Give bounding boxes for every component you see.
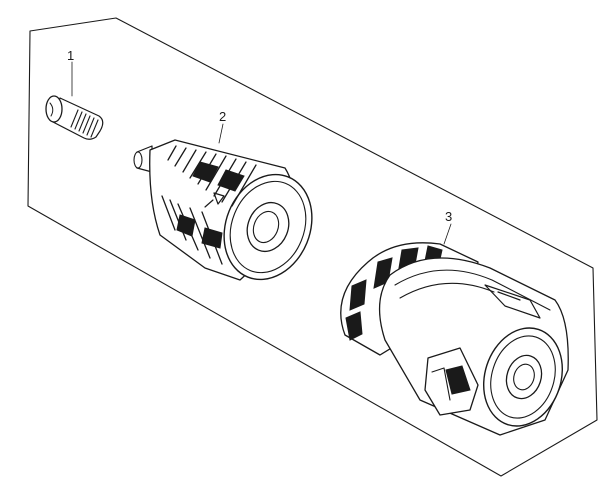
part-1-screw: 1 (45, 48, 104, 140)
part-3-gear-housing: 3 (340, 209, 569, 436)
callout-1: 1 (67, 48, 74, 63)
callout-2: 2 (219, 109, 226, 124)
part-2-chuck: 2 (133, 109, 313, 281)
callout-3: 3 (445, 209, 452, 224)
diagram-frame (27, 17, 598, 477)
